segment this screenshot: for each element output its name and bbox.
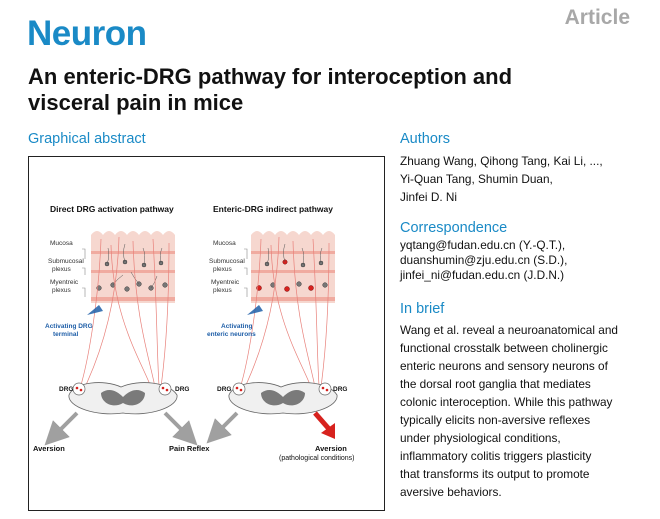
right-layer-myentreic: Myentreic: [211, 279, 240, 286]
authors-line-1: Zhuang Wang, Qihong Tang, Kai Li, ...,: [400, 154, 603, 168]
left-layer-myentreic: Myentreic: [50, 279, 79, 286]
in-brief-line: under physiological conditions,: [400, 431, 561, 445]
in-brief-line: enteric neurons and sensory neurons of: [400, 359, 608, 373]
right-gray-arrow: [206, 411, 239, 444]
right-layer-mucosa: Mucosa: [213, 240, 236, 247]
left-band-2: [91, 270, 175, 273]
right-outcome-condition: (pathological conditions): [279, 455, 355, 462]
right-aversion-arrow: [313, 411, 335, 439]
correspondence-email-3[interactable]: jinfei_ni@fudan.edu.cn (J.D.N.): [400, 268, 565, 282]
correspondence-email-2[interactable]: duanshumin@zju.edu.cn (S.D.),: [400, 253, 568, 267]
authors-list: Zhuang Wang, Qihong Tang, Kai Li, ..., Y…: [400, 152, 640, 206]
left-panel-title: Direct DRG activation pathway: [50, 204, 174, 214]
in-brief-heading: In brief: [400, 301, 445, 317]
right-drg-fibers: [240, 236, 330, 388]
right-drg-label-right: DRG: [333, 386, 347, 393]
left-pain-reflex-arrow: [163, 411, 198, 446]
in-brief-line: Wang et al. reveal a neuroanatomical and: [400, 323, 618, 337]
right-stim-label-1: Activating: [221, 323, 252, 330]
left-outcome-pain-reflex: Pain Reflex: [169, 444, 210, 453]
correspondence-email-1[interactable]: yqtang@fudan.edu.cn (Y.-Q.T.),: [400, 238, 566, 252]
left-stim-label-1: Activating DRG: [45, 323, 93, 330]
graphical-abstract-heading: Graphical abstract: [28, 131, 146, 147]
left-drg-fibers: [80, 236, 170, 388]
right-band-3: [251, 297, 335, 301]
right-stim-beam: [247, 305, 263, 315]
in-brief-line: the dorsal root ganglia that mediates: [400, 377, 591, 391]
left-spinal-cord: DRG DRG: [59, 382, 189, 415]
in-brief-line: inflammatory colitis triggers plasticity: [400, 449, 592, 463]
left-band-3: [91, 297, 175, 301]
title-line-1: An enteric-DRG pathway for interoception…: [28, 64, 513, 89]
right-stim-label-2: enteric neurons: [207, 331, 256, 338]
left-layer-mucosa: Mucosa: [50, 240, 73, 247]
left-aversion-arrow: [44, 411, 79, 446]
authors-line-3: Jinfei D. Ni: [400, 190, 458, 204]
graphical-abstract-figure: Direct DRG activation pathway Mucosa Sub…: [28, 156, 385, 511]
right-outcome-aversion: Aversion: [315, 444, 347, 453]
title-line-2: visceral pain in mice: [28, 90, 244, 115]
left-drg-label-right: DRG: [175, 386, 189, 393]
left-drg-label-left: DRG: [59, 386, 73, 393]
right-spinal-cord: DRG DRG: [217, 382, 347, 415]
right-layer-myentreic-plexus: plexus: [213, 287, 233, 294]
right-band-1: [251, 251, 335, 254]
authors-heading: Authors: [400, 131, 450, 147]
left-panel: Direct DRG activation pathway Mucosa Sub…: [33, 204, 210, 453]
right-layer-submucosal: Submucosal: [209, 258, 245, 265]
right-layer-submucosal-plexus: plexus: [213, 266, 233, 273]
in-brief-line: typically elicits non-aversive reflexes: [400, 413, 591, 427]
article-title: An enteric-DRG pathway for interoception…: [28, 64, 628, 116]
in-brief-line: functional crosstalk between cholinergic: [400, 341, 608, 355]
left-layer-myentreic-plexus: plexus: [52, 287, 72, 294]
left-stim-beam: [87, 305, 103, 315]
correspondence-list: yqtang@fudan.edu.cn (Y.-Q.T.), duanshumi…: [400, 238, 640, 283]
journal-logo: Neuron: [27, 14, 147, 53]
in-brief-line: aversive behaviors.: [400, 485, 502, 499]
right-panel: Enteric-DRG indirect pathway Mucosa Subm…: [206, 204, 355, 462]
right-drg-label-left: DRG: [217, 386, 231, 393]
left-layer-submucosal: Submucosal: [48, 258, 84, 265]
correspondence-heading: Correspondence: [400, 220, 508, 236]
graphical-abstract-svg: Direct DRG activation pathway Mucosa Sub…: [33, 204, 355, 462]
right-band-2: [251, 270, 335, 273]
in-brief-text: Wang et al. reveal a neuroanatomical and…: [400, 321, 640, 501]
right-panel-title: Enteric-DRG indirect pathway: [213, 204, 333, 214]
in-brief-line: colonic interoception. While this pathwa…: [400, 395, 613, 409]
in-brief-line: that transforms its output to promote: [400, 467, 590, 481]
left-band-1: [91, 251, 175, 254]
left-outcome-aversion: Aversion: [33, 444, 65, 453]
article-type-label: Article: [564, 6, 630, 29]
left-stim-label-2: terminal: [53, 331, 78, 338]
left-layer-submucosal-plexus: plexus: [52, 266, 72, 273]
authors-line-2: Yi-Quan Tang, Shumin Duan,: [400, 172, 553, 186]
